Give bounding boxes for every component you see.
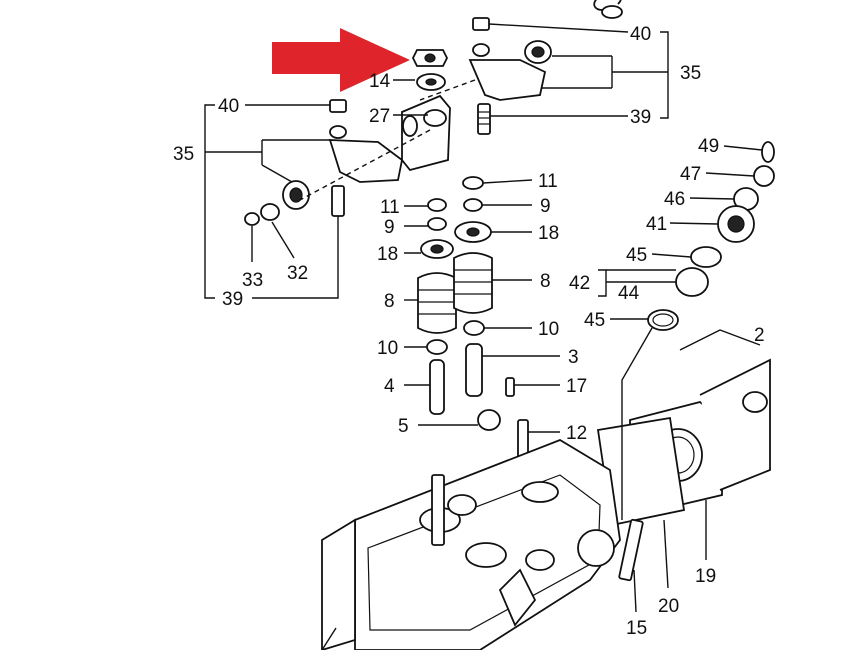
callout-labels: 40 35 14 27 39 40 35 11 11 9 9 18 18 8 8… [173, 24, 765, 639]
callout-39-left: 39 [222, 289, 243, 310]
callout-15: 15 [626, 618, 647, 639]
left-rocker-assembly [244, 99, 403, 226]
valve-stack-left [417, 198, 457, 415]
callout-2: 2 [754, 325, 765, 346]
callout-18-left: 18 [377, 244, 398, 265]
callout-42: 42 [569, 273, 590, 294]
callout-39-right: 39 [630, 107, 651, 128]
leader-lines [204, 23, 763, 650]
callout-35-right: 35 [680, 63, 701, 84]
callout-45-bottom: 45 [584, 310, 605, 331]
callout-41: 41 [646, 214, 667, 235]
highlight-arrow [272, 28, 410, 92]
callout-40-left: 40 [218, 96, 239, 117]
callout-3: 3 [568, 347, 579, 368]
right-rocker-assembly [468, 0, 623, 135]
callout-4: 4 [384, 376, 395, 397]
callout-20: 20 [658, 596, 679, 617]
callout-49: 49 [698, 136, 719, 157]
callout-47: 47 [680, 164, 701, 185]
callout-40-top: 40 [630, 24, 651, 45]
callout-9-left: 9 [384, 217, 395, 238]
callout-27: 27 [369, 106, 390, 127]
callout-17: 17 [566, 376, 587, 397]
callout-44: 44 [618, 283, 640, 304]
callout-18-right: 18 [538, 223, 559, 244]
callout-10-right: 10 [538, 319, 559, 340]
callout-12: 12 [566, 423, 587, 444]
valve-stack-right [453, 176, 529, 491]
callout-19: 19 [695, 566, 716, 587]
callout-35-left: 35 [173, 144, 194, 165]
callout-14: 14 [369, 71, 391, 92]
callout-5: 5 [398, 416, 409, 437]
cylinder-head [321, 439, 644, 650]
stud-nut-washer [401, 49, 451, 172]
manifold-flange [596, 358, 771, 527]
right-side-parts [647, 141, 775, 331]
callout-11-right: 11 [538, 171, 558, 192]
callout-9-right: 9 [540, 196, 551, 217]
callout-11-left: 11 [380, 197, 400, 218]
callout-8-left: 8 [384, 291, 395, 312]
callout-46: 46 [664, 189, 685, 210]
callout-8-right: 8 [540, 271, 551, 292]
callout-33: 33 [242, 270, 263, 291]
callout-32: 32 [287, 263, 308, 284]
callout-45-top: 45 [626, 245, 647, 266]
callout-10-left: 10 [377, 338, 398, 359]
